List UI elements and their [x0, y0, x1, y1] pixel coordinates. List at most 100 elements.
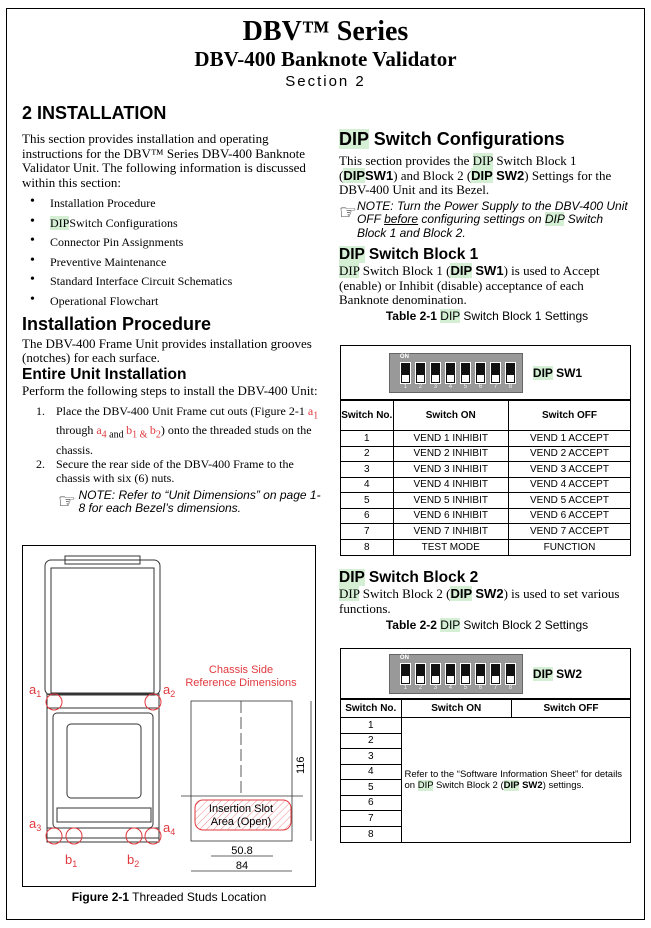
label-a2: a2: [163, 682, 175, 699]
switch-knob: [429, 361, 441, 384]
dip-switch-1: 1: [399, 361, 411, 390]
table1-caption: Table 2-1 DIP Switch Block 1 Settings: [385, 308, 589, 323]
switch-number: 6: [478, 383, 483, 390]
switch-knob: [414, 361, 426, 384]
table-cell: 8: [341, 538, 394, 555]
heading-text: Switch Configurations: [368, 129, 565, 149]
dip-switch-6: 6: [474, 662, 486, 691]
dip-switch-5: 5: [459, 662, 471, 691]
switch-knob: [504, 662, 516, 685]
insertion-slot-area: [194, 799, 292, 831]
step-text: &: [137, 429, 150, 441]
switch-number: 7: [493, 383, 498, 390]
switch-knob: [489, 662, 501, 685]
entire-unit-text: Perform the following steps to install t…: [22, 382, 318, 398]
switch-knob: [474, 361, 486, 384]
dip-switch-4: 4: [444, 662, 456, 691]
table-cell: VEND 7 INHIBIT: [392, 523, 509, 540]
merged-description-cell: Refer to the “Software Information Sheet…: [400, 717, 630, 842]
step-text: through: [56, 423, 97, 438]
entire-unit-heading: Entire Unit Installation: [22, 365, 187, 383]
power-note: ☞ NOTE: Turn the Power Supply to the DBV…: [339, 198, 635, 241]
table-cell: VEND 1 INHIBIT: [392, 430, 509, 447]
table-cell: 4: [341, 476, 394, 493]
step-text: Place the DBV-400 Unit Frame cut outs (F…: [56, 404, 308, 419]
slot-label-1: Insertion Slot: [209, 803, 273, 815]
table-cell: VEND 2 INHIBIT: [392, 445, 509, 462]
procedure-text: The DBV-400 Frame Unit provides installa…: [22, 335, 312, 366]
table-cell: 1: [341, 430, 394, 447]
step-2: 2. Secure the rear side of the DBV-400 F…: [22, 457, 322, 485]
block1-heading: DIP Switch Block 1: [339, 246, 479, 263]
switch-number: 2: [418, 684, 423, 691]
switch-knob: [474, 662, 486, 685]
pointing-hand-icon: ☞: [58, 490, 76, 513]
switch-knob: [444, 662, 456, 685]
dip-sw2-label: DIP SW2: [532, 666, 583, 681]
procedure-heading: Installation Procedure: [22, 313, 212, 334]
block2-section: DIP Switch Block 2 DIP Switch Block 2 (D…: [339, 569, 635, 632]
dip-switch-3: 3: [429, 361, 441, 390]
step-text: ) onto the threaded studs on the chassis…: [56, 423, 312, 457]
note-text: NOTE: Turn the Power Supply to the DBV-4…: [356, 198, 628, 240]
dim-outer: 84: [236, 860, 248, 872]
switch-number: 8: [508, 383, 513, 390]
switch-number: 7: [493, 684, 498, 691]
switch-number: 5: [463, 383, 468, 390]
dip-sw1-label: DIP SW1: [532, 365, 583, 380]
table-cell: VEND 5 ACCEPT: [507, 492, 630, 509]
dip-config-heading: DIP Switch Configurations: [339, 129, 635, 150]
table-cell: VEND 3 INHIBIT: [392, 461, 509, 478]
label-a4: a4: [163, 820, 175, 837]
dip-switch-7: 7: [489, 361, 501, 390]
list-item: Standard Interface Circuit Schematics: [22, 272, 322, 294]
dip-switch-5: 5: [459, 361, 471, 390]
chassis-dimension-drawing: [181, 700, 312, 872]
switch-knob: [504, 361, 516, 384]
topic-list: Installation Procedure DIPSwitch Configu…: [22, 194, 322, 314]
dim-inner: 50.8: [231, 845, 252, 857]
dip-switch-6: 6: [474, 361, 486, 390]
label-a3: a3: [29, 816, 41, 833]
table-cell: VEND 3 ACCEPT: [507, 461, 630, 478]
label-sub: 1: [132, 429, 138, 441]
table-cell: 5: [341, 492, 394, 509]
pointing-hand-icon: ☞: [339, 201, 357, 224]
table-cell: VEND 5 INHIBIT: [392, 492, 509, 509]
step-number: 1.: [36, 404, 45, 419]
right-column: DIP Switch Configurations This section p…: [339, 129, 635, 323]
table-cell: 6: [341, 507, 394, 524]
label-b: b: [126, 423, 133, 438]
switch-number-cell: 7: [341, 810, 402, 827]
switch-knob: [399, 361, 411, 384]
table2-caption: Table 2-2 DIP Switch Block 2 Settings: [385, 618, 589, 632]
figure-box: a1 a2 a3 a4 b1 b2 Chassis Side Reference…: [22, 545, 316, 887]
step-number: 2.: [36, 456, 45, 471]
stud-markers: [45, 693, 162, 845]
switch-knob: [444, 361, 456, 384]
label-b1: b1: [65, 852, 77, 869]
dip-highlight: DIP: [339, 129, 369, 149]
switch-number-cell: 1: [341, 717, 402, 734]
switch-number: 3: [433, 684, 438, 691]
switch-knob: [489, 361, 501, 384]
switch-number: 6: [478, 684, 483, 691]
switch-number: 1: [403, 684, 408, 691]
label-b: b: [149, 423, 156, 438]
table-cell: VEND 7 ACCEPT: [507, 523, 630, 540]
dip-switch-1: 1: [399, 662, 411, 691]
table-cell: VEND 4 ACCEPT: [507, 476, 630, 493]
chassis-title-1: Chassis Side: [209, 664, 273, 676]
table-cell: VEND 1 ACCEPT: [507, 430, 630, 447]
dip-on-label: ON: [399, 353, 409, 360]
step-text: Secure the rear side of the DBV-400 Fram…: [56, 456, 294, 485]
switch-number: 1: [403, 383, 408, 390]
